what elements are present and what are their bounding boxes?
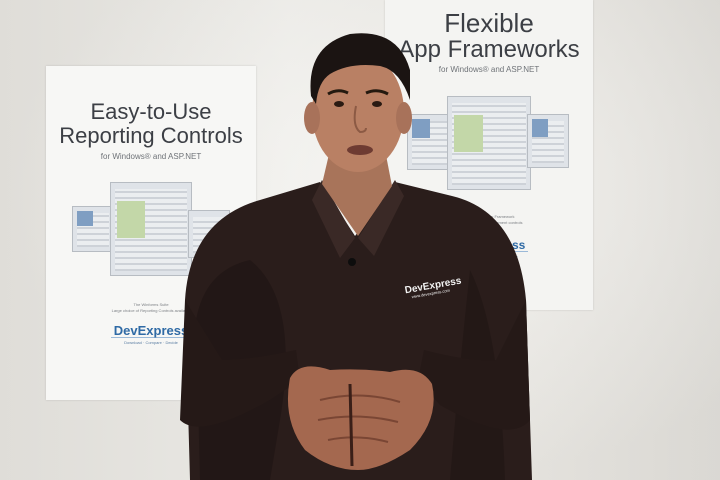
right-poster: Flexible App Frameworks for Windows® and…	[385, 0, 593, 310]
right-poster-title-line1: Flexible	[444, 8, 534, 38]
left-poster-logo-word: DevExpress	[110, 324, 192, 338]
presenter-neck	[322, 150, 392, 236]
left-poster-screenshot-small	[72, 206, 114, 252]
left-poster-fine-print1: The Winforms Suite	[133, 302, 169, 307]
lapel-microphone	[348, 258, 356, 266]
presenter-collar	[312, 180, 355, 258]
right-poster-screenshot-right	[527, 114, 569, 168]
left-poster-fine-print2: Large choice of Reporting Controls avail…	[111, 308, 191, 313]
left-poster-logo: DevExpress Download · Compare · Decide	[106, 322, 196, 345]
presenter-face	[312, 52, 404, 172]
left-poster-subtitle: for Windows® and ASP.NET	[100, 152, 202, 161]
presenter-hands	[287, 366, 434, 470]
left-poster-logo-tagline: Download · Compare · Decide	[124, 340, 178, 345]
left-poster-title-line2: Reporting Controls	[59, 123, 243, 148]
right-poster-subtitle: for Windows® and ASP.NET	[438, 65, 540, 74]
right-poster-title-line2: App Frameworks	[398, 36, 580, 63]
left-poster-title-line1: Easy-to-Use	[90, 99, 212, 124]
presenter-hair	[310, 33, 410, 104]
right-poster-screenshot-main	[447, 96, 531, 190]
left-poster-screenshot-main	[110, 182, 192, 276]
